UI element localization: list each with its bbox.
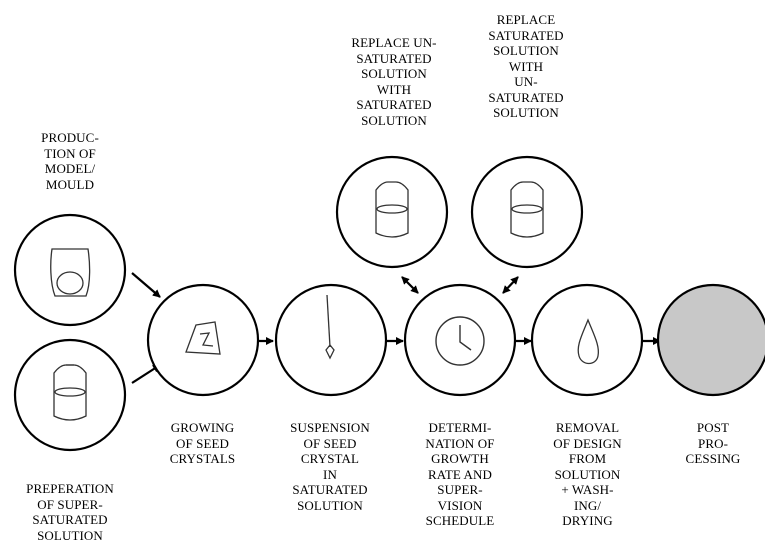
step-removal <box>530 283 644 397</box>
suspended-crystal-icon <box>325 294 335 360</box>
label-replace-unsat: REPLACE UN- SATURATED SOLUTION WITH SATU… <box>351 35 437 128</box>
label-determination: DETERMI- NATION OF GROWTH RATE AND SUPER… <box>425 420 495 528</box>
step-determination <box>403 283 517 397</box>
mould-icon <box>50 248 91 297</box>
label-replace-sat: REPLACE SATURATED SOLUTION WITH UN- SATU… <box>488 12 564 120</box>
step-mould <box>13 213 127 327</box>
label-supersat: PREPERATION OF SUPER- SATURATED SOLUTION <box>26 481 114 543</box>
step-supersat <box>13 338 127 452</box>
label-mould: PRODUC- TION OF MODEL/ MOULD <box>41 130 99 192</box>
label-suspension: SUSPENSION OF SEED CRYSTAL IN SATURATED … <box>290 420 370 513</box>
jar-icon <box>375 181 409 238</box>
drop-icon <box>577 318 600 365</box>
arrow-mould-to-growing <box>131 272 161 298</box>
step-suspension <box>274 283 388 397</box>
arrow-determination-replace-sat <box>502 276 519 294</box>
step-replace-sat <box>470 155 584 269</box>
label-removal: REMOVAL OF DESIGN FROM SOLUTION + WASH- … <box>553 420 622 528</box>
step-post <box>656 283 765 397</box>
clock-icon <box>435 316 485 366</box>
label-growing: GROWING OF SEED CRYSTALS <box>169 420 236 466</box>
step-growing <box>146 283 260 397</box>
arrow-determination-replace-unsat <box>401 276 419 294</box>
jar-icon <box>53 364 87 421</box>
jar-icon <box>510 181 544 238</box>
label-post: POST PRO- CESSING <box>685 420 741 466</box>
seed-crystal-icon <box>185 321 221 355</box>
step-replace-unsat <box>335 155 449 269</box>
